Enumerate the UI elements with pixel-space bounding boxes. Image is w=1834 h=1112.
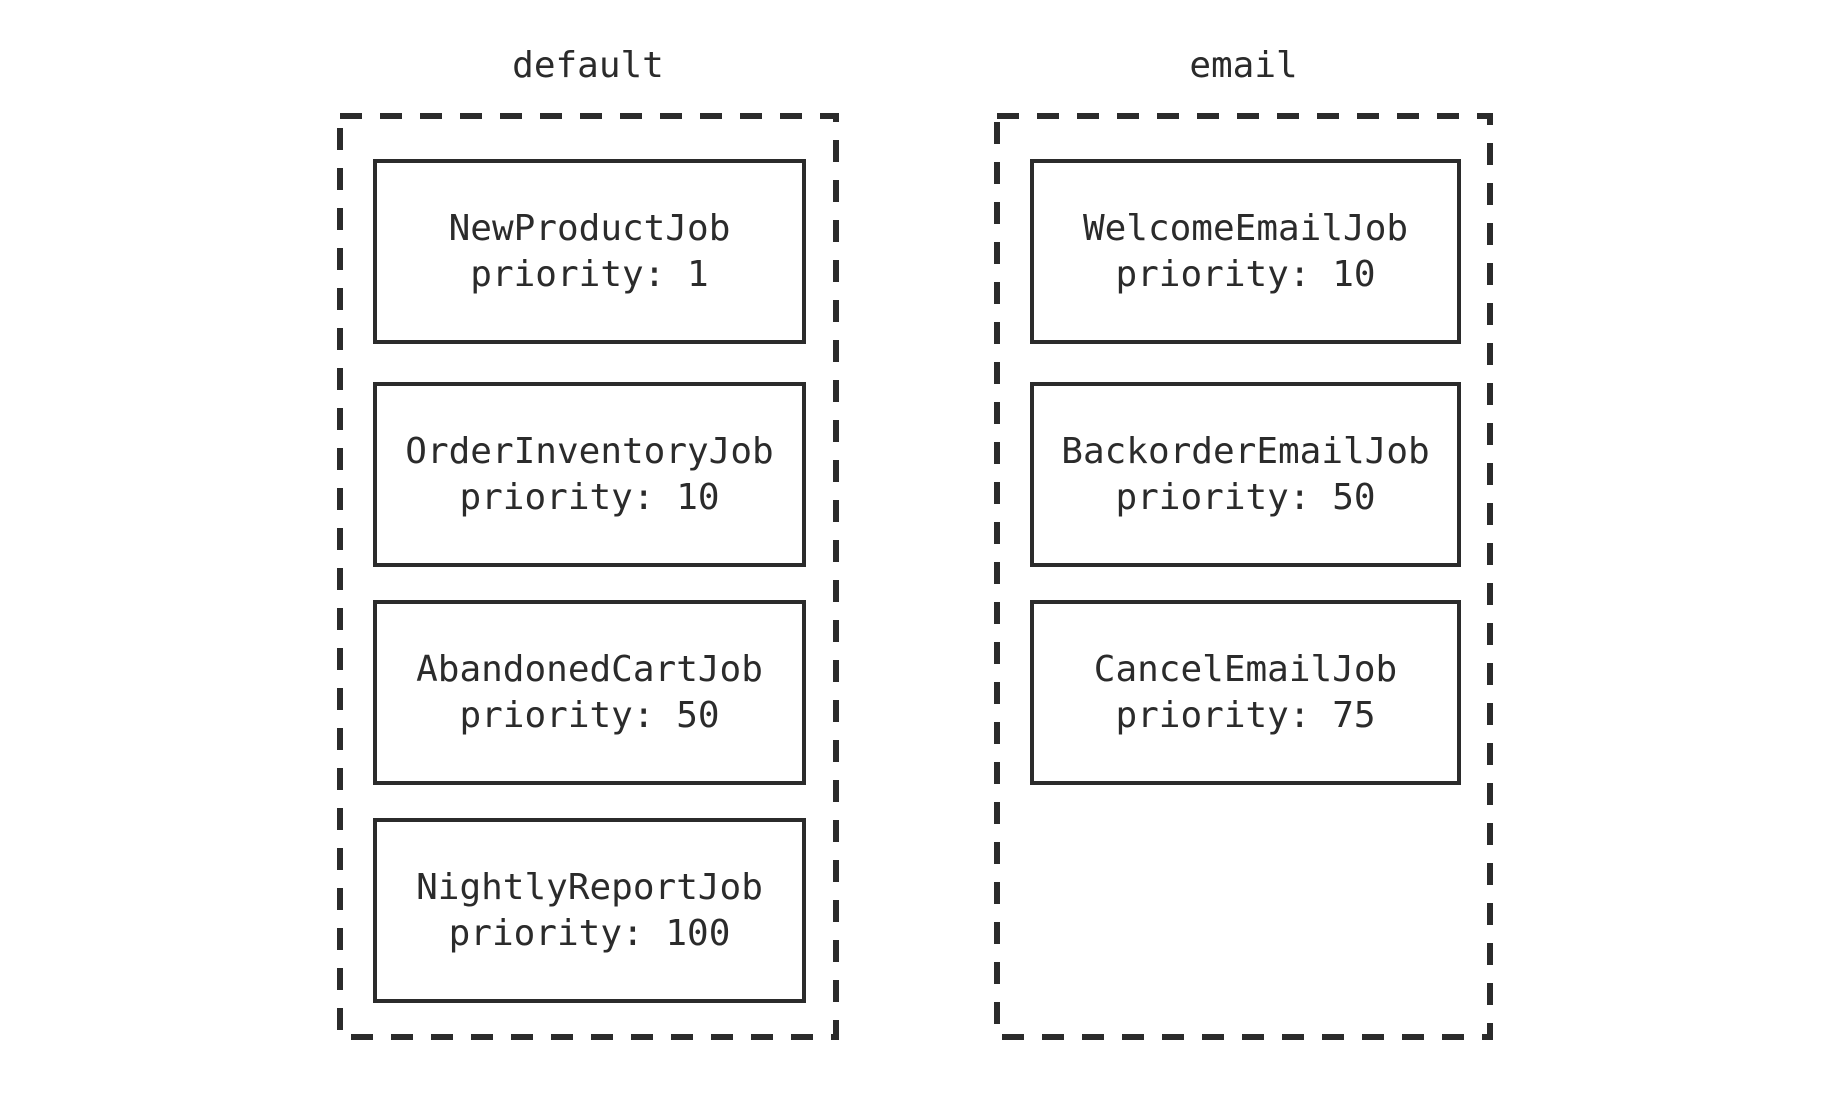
job-card: WelcomeEmailJob priority: 10 [1030,159,1461,344]
job-card: NightlyReportJob priority: 100 [373,818,806,1003]
queue-dashed-border [994,113,1493,1040]
job-priority: priority: 50 [459,694,720,736]
job-name: OrderInventoryJob [405,430,774,472]
job-name: NightlyReportJob [416,866,763,908]
job-priority: priority: 75 [1115,694,1376,736]
job-priority: priority: 10 [459,476,720,518]
job-priority: priority: 50 [1115,476,1376,518]
job-card: CancelEmailJob priority: 75 [1030,600,1461,785]
queue-container-default: default NewProductJob priority: 1 OrderI… [337,45,839,1040]
queue-container-email: email WelcomeEmailJob priority: 10 Backo… [994,45,1493,1040]
job-card: NewProductJob priority: 1 [373,159,806,344]
job-name: CancelEmailJob [1093,648,1398,690]
job-priority: priority: 1 [470,253,709,295]
job-priority: priority: 10 [1115,253,1376,295]
queue-title-default: default [512,45,664,86]
job-name: NewProductJob [448,207,731,249]
job-card: OrderInventoryJob priority: 10 [373,382,806,567]
queue-dashed-border [337,113,839,1040]
job-card: AbandonedCartJob priority: 50 [373,600,806,785]
job-priority: priority: 100 [448,912,731,954]
job-name: WelcomeEmailJob [1082,207,1409,249]
job-name: BackorderEmailJob [1061,430,1430,472]
job-name: AbandonedCartJob [416,648,763,690]
job-card: BackorderEmailJob priority: 50 [1030,382,1461,567]
queue-title-email: email [1189,45,1298,86]
